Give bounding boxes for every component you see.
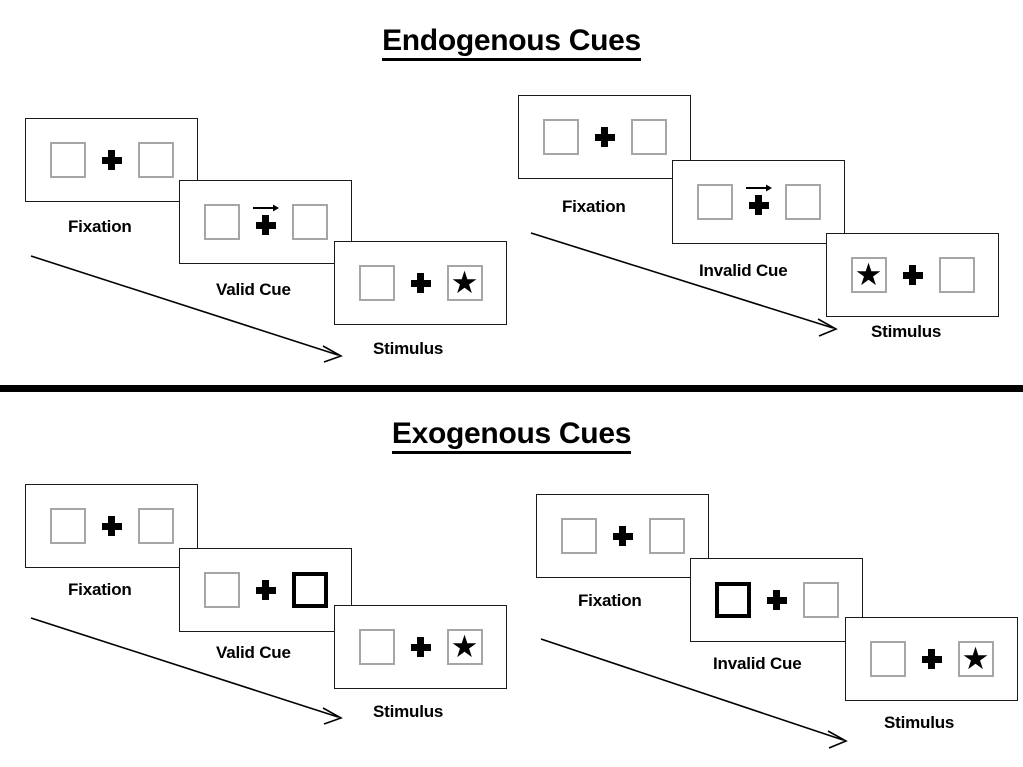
panel-endo-valid-cue	[179, 180, 352, 264]
right-box	[137, 142, 174, 178]
flow-arrow-exogenous-valid	[30, 617, 343, 725]
right-box	[802, 582, 839, 618]
panel-exo-invalid-cue	[690, 558, 863, 642]
exogenous-section-title: Exogenous Cues	[0, 417, 1023, 454]
section-divider	[0, 385, 1023, 392]
flow-arrow-endogenous-invalid	[530, 232, 838, 337]
left-box	[49, 508, 86, 544]
left-box	[560, 518, 597, 554]
caption-exo-valid-cue: Valid Cue	[216, 643, 291, 662]
arrow-right-icon	[252, 204, 279, 212]
panel-endo-invalid-stimulus: ★	[826, 233, 999, 317]
fixation-cross-icon	[612, 526, 633, 546]
caption-exo-valid-fixation: Fixation	[68, 580, 132, 599]
left-box	[869, 641, 906, 677]
caption-exo-invalid-fixation: Fixation	[578, 591, 642, 610]
caption-endo-valid-fixation: Fixation	[68, 217, 132, 236]
fixation-cross-icon	[921, 649, 942, 669]
left-box	[358, 629, 395, 665]
right-box	[291, 204, 328, 240]
panel-endo-invalid-fixation	[518, 95, 691, 179]
caption-endo-invalid-fixation: Fixation	[562, 197, 626, 216]
panel-exo-valid-cue	[179, 548, 352, 632]
caption-endo-invalid-cue: Invalid Cue	[699, 261, 788, 280]
flow-arrow-exogenous-invalid	[540, 638, 848, 749]
left-box-cued	[714, 582, 751, 618]
left-box	[49, 142, 86, 178]
fixation-cross-icon	[902, 265, 923, 285]
fixation-cross-icon	[255, 580, 276, 600]
panel-exo-invalid-stimulus: ★	[845, 617, 1018, 701]
fixation-cross-icon	[101, 150, 122, 170]
star-icon: ★	[961, 640, 990, 676]
caption-endo-invalid-stimulus: Stimulus	[871, 322, 942, 341]
left-box-target: ★	[850, 256, 887, 293]
left-box	[542, 119, 579, 155]
right-box	[630, 119, 667, 155]
endogenous-section-title: Endogenous Cues	[0, 24, 1023, 61]
fixation-cross-icon	[410, 273, 431, 293]
panel-endo-valid-fixation	[25, 118, 198, 202]
right-box	[137, 508, 174, 544]
right-box	[784, 184, 821, 220]
fixation-cross-icon	[766, 590, 787, 610]
fixation-cross-icon	[410, 637, 431, 657]
star-icon: ★	[854, 256, 883, 292]
cue-slot	[745, 184, 772, 220]
left-box	[696, 184, 733, 220]
fixation-cross-icon	[748, 195, 769, 215]
endogenous-title-text: Endogenous Cues	[382, 24, 641, 61]
left-box	[203, 572, 240, 608]
fixation-cross-icon	[594, 127, 615, 147]
panel-exo-valid-stimulus: ★	[334, 605, 507, 689]
cue-slot	[252, 204, 279, 240]
exogenous-title-text: Exogenous Cues	[391, 417, 631, 454]
panel-endo-valid-stimulus: ★	[334, 241, 507, 325]
caption-endo-valid-stimulus: Stimulus	[373, 339, 444, 358]
star-icon: ★	[450, 264, 479, 300]
star-icon: ★	[450, 628, 479, 664]
caption-exo-valid-stimulus: Stimulus	[373, 702, 444, 721]
right-box	[938, 257, 975, 293]
right-box-target: ★	[446, 264, 483, 301]
panel-endo-invalid-cue	[672, 160, 845, 244]
fixation-cross-icon	[255, 215, 276, 235]
right-box	[648, 518, 685, 554]
caption-endo-valid-cue: Valid Cue	[216, 280, 291, 299]
caption-exo-invalid-cue: Invalid Cue	[713, 654, 802, 673]
right-box-target: ★	[957, 640, 994, 677]
caption-exo-invalid-stimulus: Stimulus	[884, 713, 955, 732]
panel-exo-invalid-fixation	[536, 494, 709, 578]
fixation-cross-icon	[101, 516, 122, 536]
arrow-right-icon	[745, 184, 772, 192]
left-box	[358, 265, 395, 301]
left-box	[203, 204, 240, 240]
flow-arrow-endogenous-valid	[30, 255, 343, 363]
panel-exo-valid-fixation	[25, 484, 198, 568]
right-box-target: ★	[446, 628, 483, 665]
right-box-cued	[291, 572, 328, 608]
